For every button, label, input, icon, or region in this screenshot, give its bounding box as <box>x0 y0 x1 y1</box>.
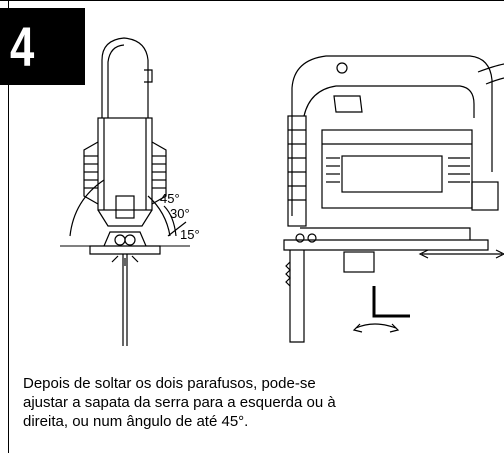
jigsaw-front-view <box>60 37 190 346</box>
frame-left-rule <box>8 0 9 453</box>
step-number: 4 <box>10 15 35 78</box>
angle-label-15: 15° <box>180 227 200 242</box>
step-number-badge: 4 <box>0 8 85 85</box>
instruction-caption: Depois de soltar os dois parafusos, pode… <box>23 374 493 431</box>
angle-label-45: 45° <box>160 191 180 206</box>
side-vents <box>326 157 470 183</box>
front-grip-right <box>151 141 167 205</box>
caption-line: ajustar a sapata da serra para a esquerd… <box>23 394 336 411</box>
angle-label-30: 30° <box>170 206 190 221</box>
caption-line: Depois de soltar os dois parafusos, pode… <box>23 375 316 392</box>
caption-line: direita, ou num ângulo de até 45°. <box>23 413 249 430</box>
jigsaw-illustration: 45° 30° 15° <box>60 37 504 346</box>
front-grip-left <box>83 141 99 205</box>
jigsaw-side-view <box>283 55 504 343</box>
frame-top-rule <box>0 0 504 1</box>
